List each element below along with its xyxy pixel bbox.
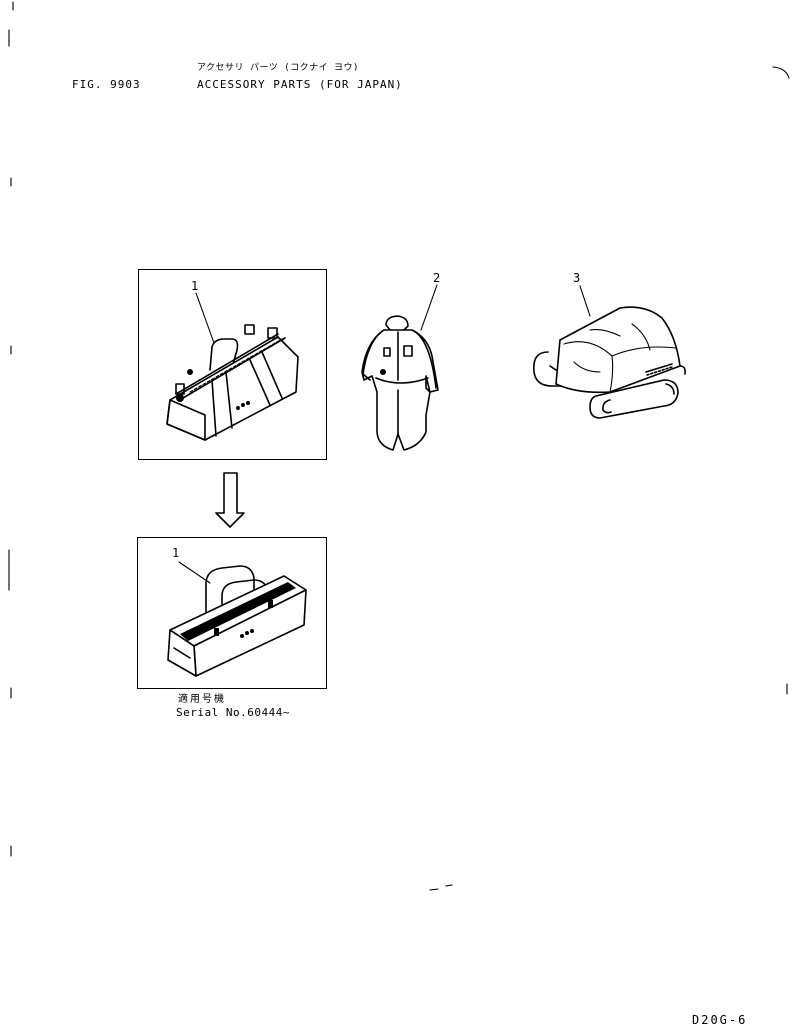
serial-number: Serial No.60444~ <box>176 706 290 719</box>
tool-bag-frame <box>138 269 327 460</box>
serial-label-jp: 適用号機 <box>178 694 226 705</box>
title-kana: アクセサリ パーツ (コクナイ ヨウ) <box>197 63 359 73</box>
figure-title: ACCESSORY PARTS (FOR JAPAN) <box>197 78 403 91</box>
page-code: D20G-6 <box>692 1013 748 1027</box>
figure-number: FIG. 9903 <box>72 78 141 91</box>
callout-1-bottom: 1 <box>172 546 180 560</box>
tool-box-frame <box>137 537 327 689</box>
callout-2: 2 <box>433 271 441 285</box>
callout-1-top: 1 <box>191 279 199 293</box>
callout-3: 3 <box>573 271 581 285</box>
